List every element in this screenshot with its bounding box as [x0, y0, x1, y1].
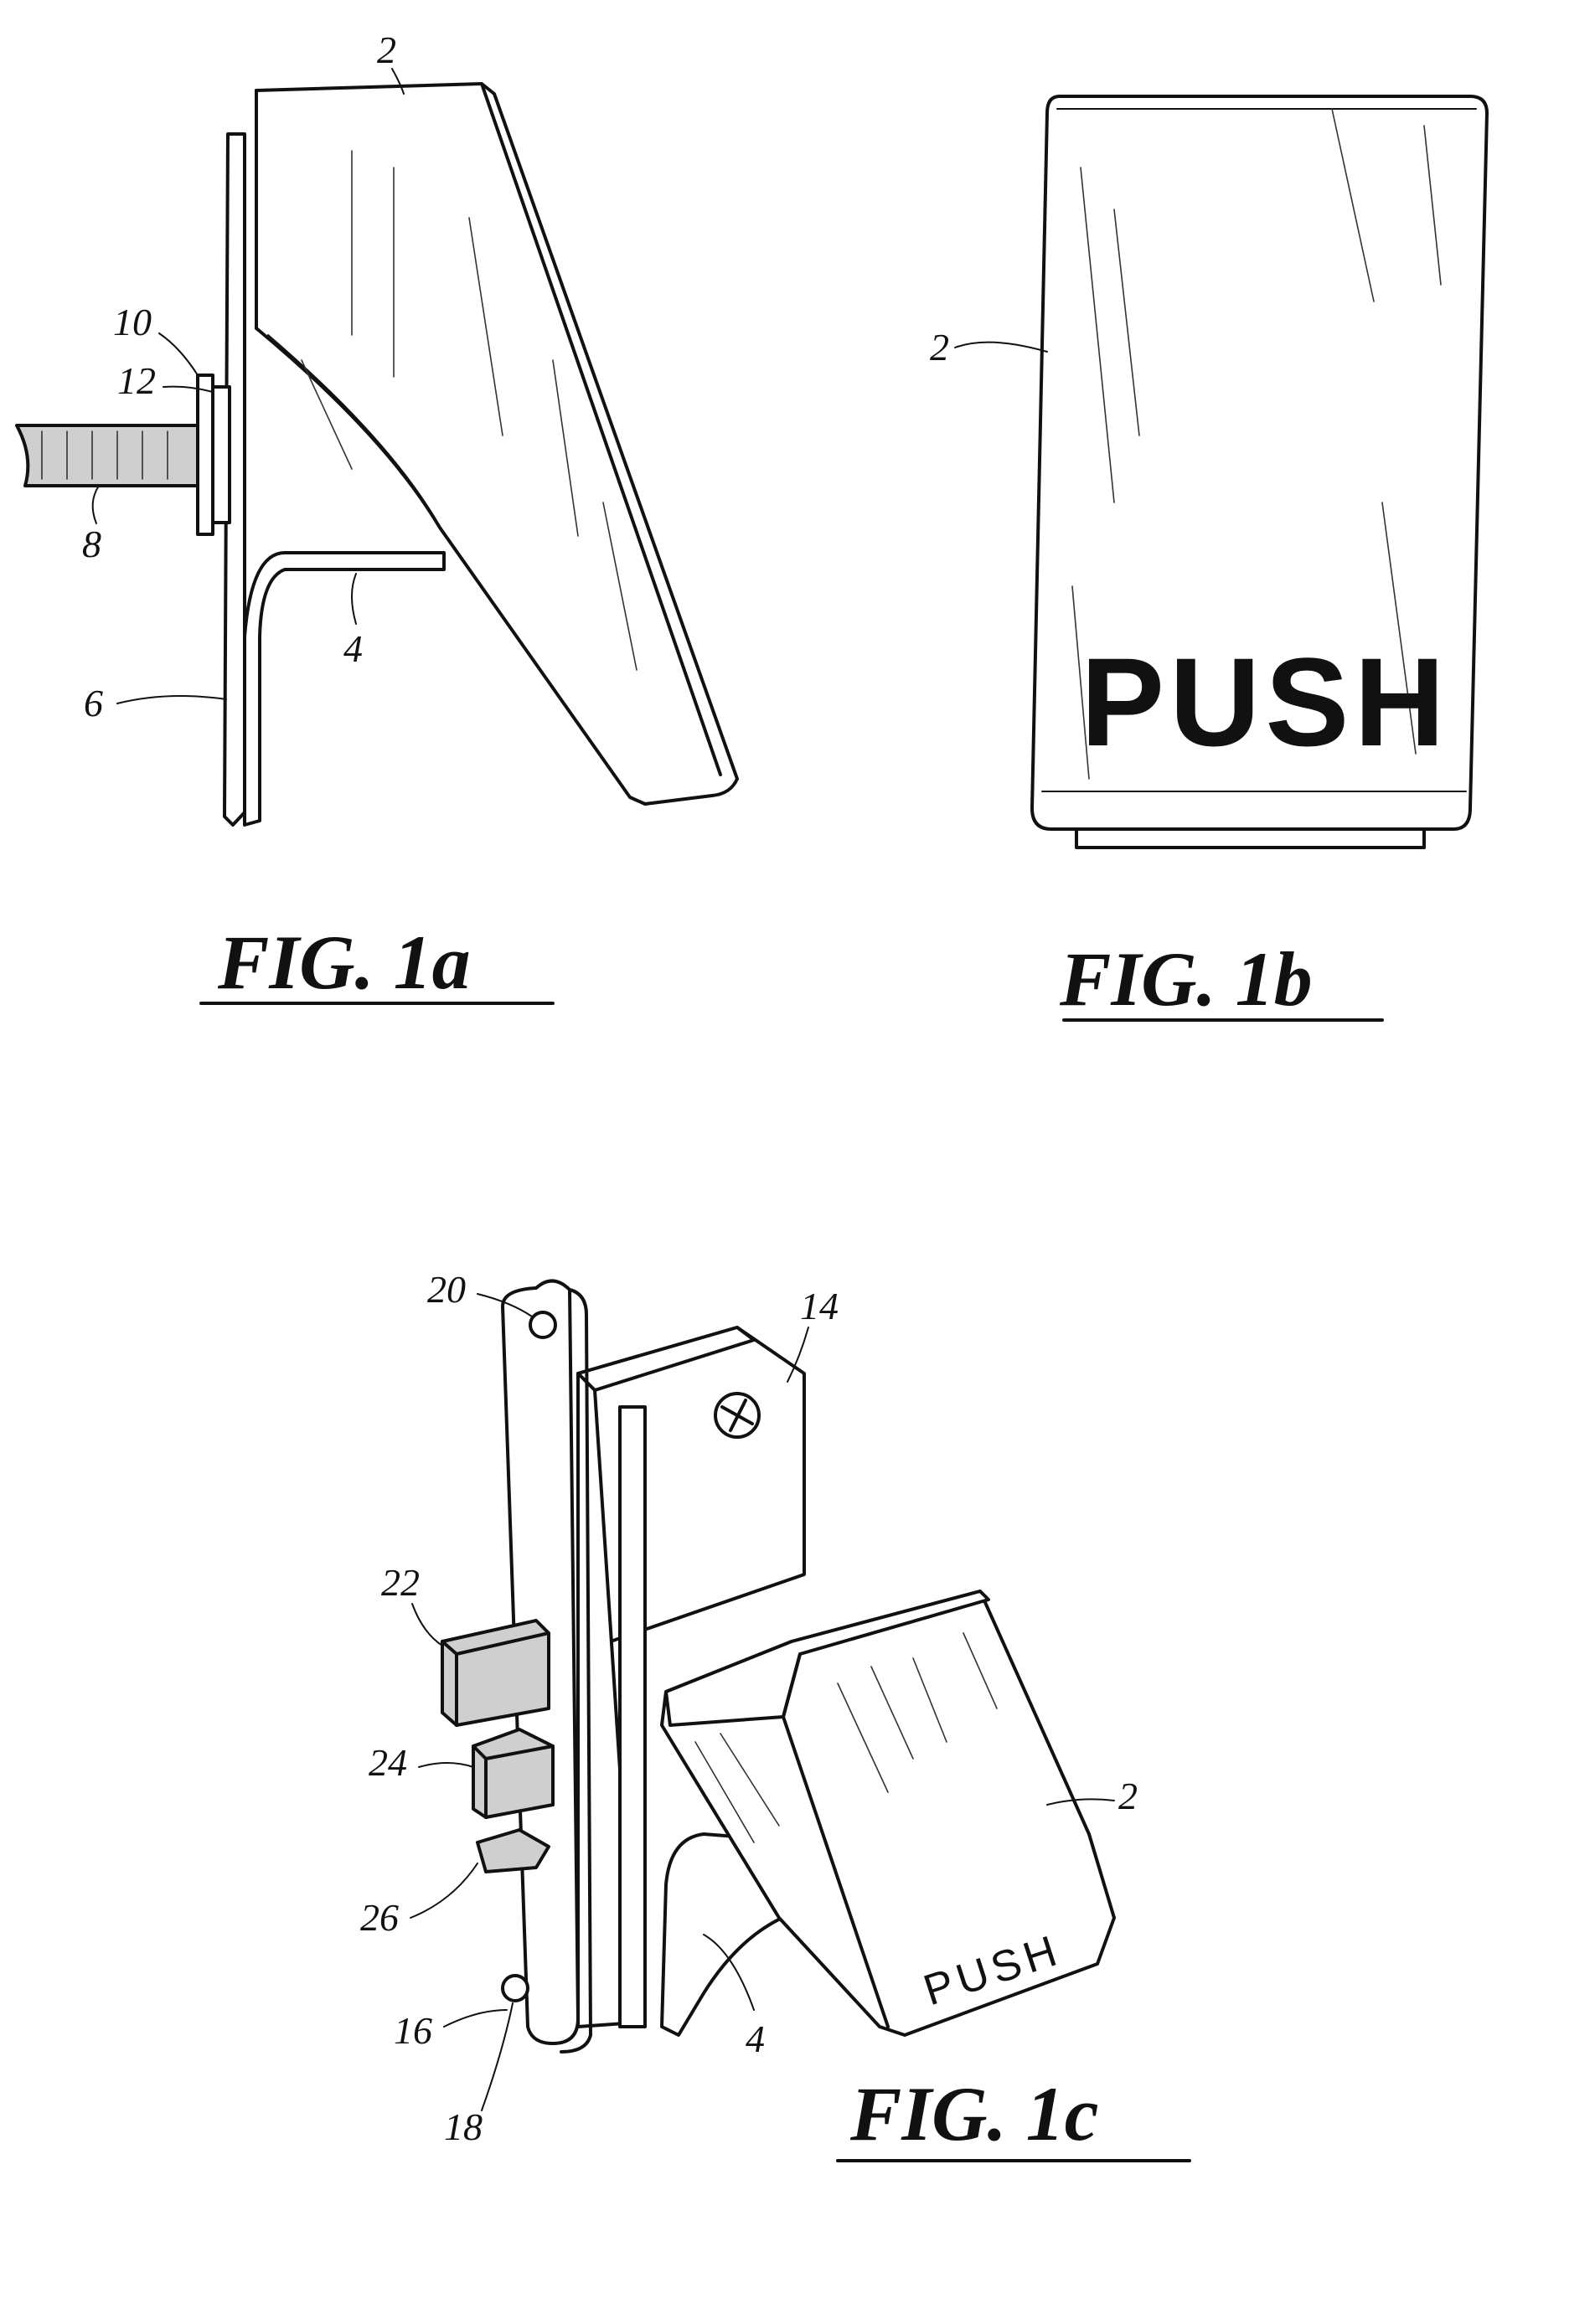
- ref-14: 14: [800, 1285, 839, 1327]
- spacer-washer: [213, 387, 230, 523]
- ref-18: 18: [444, 2105, 483, 2148]
- paddle-base-lip: [1076, 829, 1424, 848]
- ref-22: 22: [381, 1561, 420, 1604]
- rose-washer: [198, 375, 213, 534]
- ref-2: 2: [377, 28, 396, 71]
- ref-16: 16: [394, 2009, 432, 2052]
- push-paddle-body: [256, 84, 737, 804]
- ref-8: 8: [82, 523, 101, 565]
- ref-2: 2: [1118, 1775, 1138, 1817]
- caption-fig-1b: FIG. 1b: [1059, 936, 1313, 1022]
- ref-20: 20: [427, 1268, 466, 1311]
- figure-1b: PUSH 2 FIG. 1b: [930, 96, 1487, 1022]
- ref-4: 4: [746, 2017, 765, 2060]
- push-label-front: PUSH: [1081, 631, 1450, 772]
- spindle-shaft: [17, 425, 201, 486]
- figure-1c: PUSH 20 14 22 24 26 2 16 18 4 FIG. 1c: [360, 1268, 1190, 2161]
- ref-2: 2: [930, 326, 949, 368]
- faceplate-screw-hole-bottom: [503, 1976, 528, 2001]
- ref-6: 6: [84, 682, 103, 724]
- ref-24: 24: [369, 1741, 407, 1784]
- ref-4: 4: [343, 627, 363, 670]
- caption-fig-1a: FIG. 1a: [217, 920, 471, 1005]
- ref-26: 26: [360, 1896, 399, 1939]
- figure-1a: 2 10 12 8 4 6 FIG. 1a: [17, 28, 737, 1005]
- ref-10: 10: [113, 301, 152, 343]
- caption-fig-1c: FIG. 1c: [849, 2071, 1098, 2157]
- bracket-arm: [245, 553, 444, 825]
- faceplate-screw-hole-top: [530, 1312, 555, 1337]
- ref-12: 12: [117, 359, 156, 402]
